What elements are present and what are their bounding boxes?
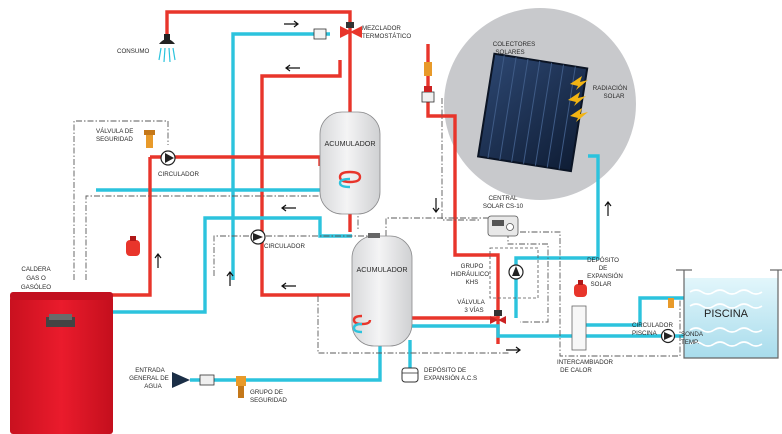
circulator-upper-label: CIRCULADOR <box>158 171 199 178</box>
water-inlet-label-3: AGUA <box>144 383 162 390</box>
control-line-bottom <box>317 296 510 354</box>
boiler-body <box>10 296 113 434</box>
pool-circulator-label-1: CIRCULADOR <box>632 322 673 329</box>
flow-arrows <box>154 20 612 354</box>
solar-valve-icon <box>421 62 435 103</box>
control-line-tank <box>385 217 494 236</box>
central-solar-label-2: SOLAR CS-10 <box>483 203 524 210</box>
solar-vessel-label-4: SOLAR <box>591 281 613 288</box>
boiler-label-3: GASÓLEO <box>21 284 51 291</box>
heat-exchanger <box>571 305 587 351</box>
lower-tank-label: ACUMULADOR <box>356 265 407 274</box>
hot-loop-lower <box>260 240 350 297</box>
safety-valve-label-1: VÁLVULA DE <box>96 128 133 135</box>
three-way-label-2: 3 VÍAS <box>464 307 483 314</box>
mixer-label-2: TERMOSTÁTICO <box>362 33 411 40</box>
circulator-lower-pump-icon <box>250 229 266 245</box>
cold-upper-coil-return <box>96 178 350 192</box>
radiation-label-2: SOLAR <box>604 93 626 100</box>
lower-tank-coil <box>352 314 372 326</box>
hydraulic-group-frame <box>489 247 539 299</box>
pool-circulator-pump-icon <box>660 328 676 344</box>
lower-tank-cold-coil <box>357 324 572 338</box>
lower-tank-sensor <box>368 233 380 238</box>
pool-sensor-label-2: TEMP. <box>681 339 699 346</box>
consumption-label: CONSUMO <box>117 48 149 55</box>
shower-head-icon <box>158 34 176 63</box>
pool-cold-return <box>586 296 690 327</box>
hydraulic-group-label-3: KHS <box>466 279 479 286</box>
heat-exchanger-label-2: DE CALOR <box>560 367 592 374</box>
boiler-label-1: CALDERA <box>21 266 51 273</box>
circulator-lower-label: CIRCULADOR <box>264 243 305 250</box>
boiler-top <box>10 292 113 300</box>
upper-tank <box>319 111 381 215</box>
water-inlet-label-2: GENERAL DE <box>129 375 169 382</box>
hydraulic-group-pump-arrow <box>512 266 520 276</box>
control-line-lower <box>213 235 368 276</box>
upper-tank-label: ACUMULADOR <box>324 139 375 148</box>
pool-circulator-label-2: PISCINA <box>632 330 658 337</box>
solar-collector <box>476 52 589 173</box>
pool-sensor-label-1: SONDA <box>681 331 704 338</box>
acs-expansion-vessel-icon <box>401 367 419 383</box>
boiler-hot-riser <box>111 157 152 297</box>
sun-ray-icon <box>568 76 588 122</box>
three-way-label-1: VÁLVULA <box>457 299 485 306</box>
central-solar-knob <box>506 223 514 231</box>
boiler-panel <box>46 317 75 327</box>
upper-tank-coil <box>338 170 362 184</box>
solar-vessel-label-1: DEPÓSITO <box>587 257 619 264</box>
expansion-vessel-icon <box>126 236 140 256</box>
thermostatic-mixer-icon <box>313 22 362 40</box>
solar-expansion-vessel-icon <box>574 280 587 297</box>
radiation-label-1: RADIACIÓN <box>593 85 627 92</box>
collector-label-2: SOLARES <box>495 49 524 56</box>
cold-mixer-pipe <box>231 32 330 280</box>
safety-group-label-1: GRUPO DE <box>250 389 283 396</box>
safety-group-icon <box>236 376 246 398</box>
central-solar-screen <box>492 220 504 226</box>
hydraulic-group-label-2: HIDRÁULICO <box>451 271 489 278</box>
boiler-panel-hi <box>49 314 72 320</box>
three-way-valve-icon <box>490 310 506 324</box>
pool-waves <box>689 289 763 347</box>
heat-exchanger-label-1: INTERCAMBIADOR <box>557 359 614 366</box>
water-inlet-valve-icon <box>172 372 215 388</box>
collector-label-1: COLECTORES <box>493 41 536 48</box>
control-line-solar <box>441 98 480 221</box>
lower-tank-coil-b <box>352 322 363 334</box>
solar-vessel-label-2: DE <box>599 265 608 272</box>
control-line-central <box>507 232 549 323</box>
lower-tank <box>351 235 413 347</box>
pool-sensor <box>668 298 674 308</box>
acs-vessel-label-1: DEPÓSITO DE <box>424 367 466 374</box>
safety-valve-icon <box>144 130 155 148</box>
safety-valve-label-2: SEGURIDAD <box>96 136 133 143</box>
safety-group-label-2: SEGURIDAD <box>250 397 287 404</box>
water-inlet-pipe <box>190 338 384 382</box>
solar-hot-supply <box>426 44 500 318</box>
central-solar-label-1: CENTRAL <box>489 195 518 202</box>
upper-tank-coil-b <box>338 177 351 189</box>
mixer-label-1: MEZCLADOR <box>362 25 401 32</box>
pool-label: PISCINA <box>704 308 749 320</box>
control-line-boiler <box>73 120 169 280</box>
circulator-upper-pump-icon <box>160 150 176 166</box>
control-line-sonda <box>520 231 681 357</box>
acs-vessel-label-2: EXPANSIÓN A.C.S <box>424 375 477 382</box>
pool-edge <box>683 270 779 359</box>
hydraulic-group-label-1: GRUPO <box>461 263 484 270</box>
control-line-boiler-2 <box>85 195 359 280</box>
water-inlet-label-1: ENTRADA <box>135 367 165 374</box>
boiler-label-2: GAS O <box>26 275 46 282</box>
solar-vessel-label-3: EXPANSIÓN <box>587 273 623 280</box>
